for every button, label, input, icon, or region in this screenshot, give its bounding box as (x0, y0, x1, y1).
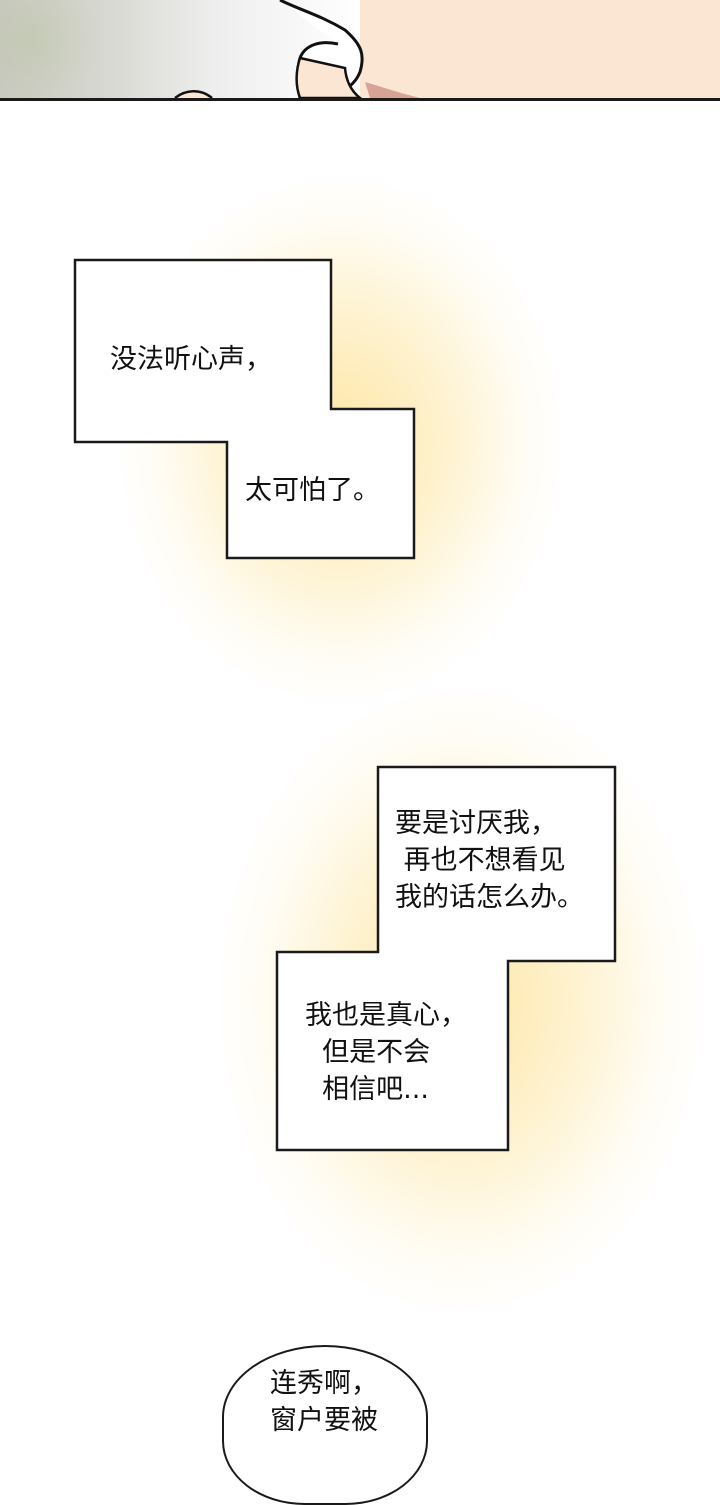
comic-panel-top (0, 0, 720, 101)
caption-text-1a: 没法听心声， (110, 344, 272, 375)
caption-text-1b: 太可怕了。 (245, 475, 380, 506)
hand-outline (174, 0, 420, 98)
caption-text-2a: 要是讨厌我， 再也不想看见 我的话怎么办。 (395, 808, 584, 913)
caption-box-shape-2 (275, 765, 617, 1152)
speech-bubble-text: 连秀啊， 窗户要被 (270, 1368, 378, 1436)
caption-box-shape-1 (73, 258, 416, 560)
caption-text-2b: 我也是真心， 但是不会 相信吧... (305, 1000, 467, 1105)
